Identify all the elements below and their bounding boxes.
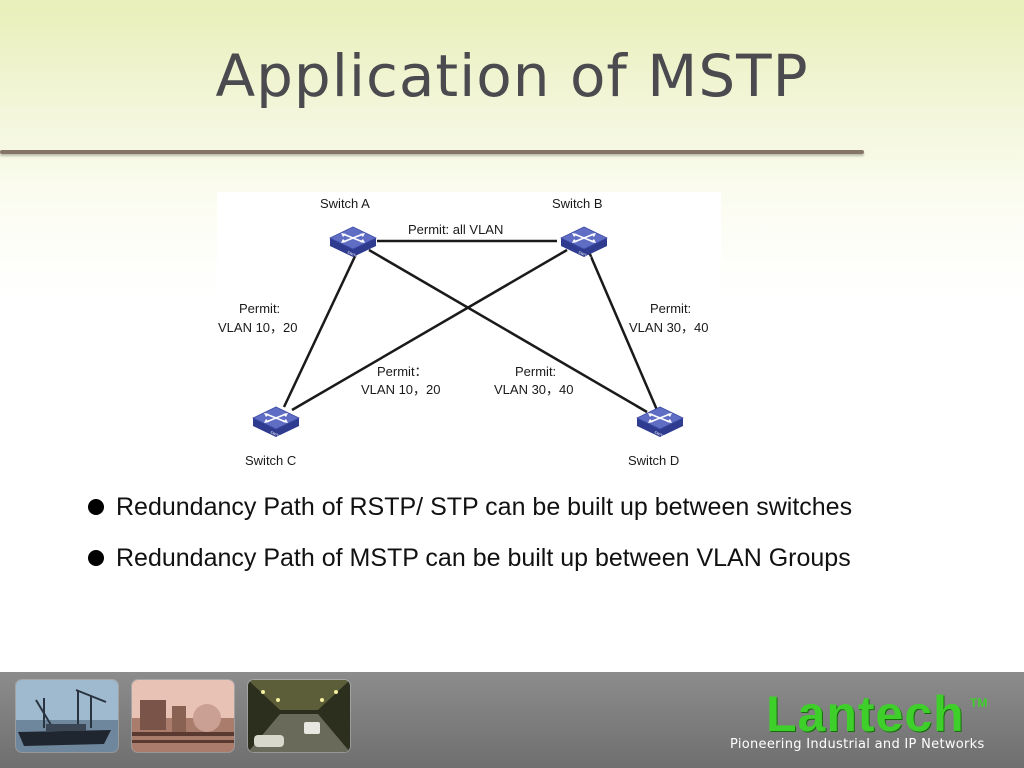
link-a-d-label-line1: Permit:	[515, 364, 556, 379]
svg-text:SWITCH: SWITCH	[270, 430, 285, 440]
bullet-text: Redundancy Path of MSTP can be built up …	[116, 544, 851, 572]
switch-b-label: Switch B	[552, 196, 603, 211]
highway-tunnel-image	[248, 680, 350, 752]
svg-text:SWITCH: SWITCH	[578, 250, 593, 260]
slide-title: Application of MSTP	[215, 42, 809, 110]
switch-b-icon: SWITCH	[560, 226, 608, 260]
link-b-c-label-line2: VLAN 10，20	[361, 382, 441, 397]
link-a-c-label-line1: Permit:	[239, 301, 280, 316]
svg-text:SWITCH: SWITCH	[347, 250, 362, 260]
link-a-c	[282, 251, 359, 408]
bullet-dot-icon	[88, 550, 104, 566]
bullet-dot-icon	[88, 499, 104, 515]
mstp-network-diagram: SWITCH SWITCH SWITCH SWITCH Switch A Swi…	[217, 192, 721, 472]
svg-text:SWITCH: SWITCH	[654, 430, 669, 440]
bullet-list: Redundancy Path of RSTP/ STP can be buil…	[88, 490, 852, 592]
link-b-c	[291, 248, 568, 412]
industrial-plant-image	[132, 680, 234, 752]
link-a-d-label-line2: VLAN 30，40	[494, 382, 574, 397]
switch-d-label: Switch D	[628, 453, 679, 468]
logo-tagline: Pioneering Industrial and IP Networks	[730, 737, 985, 752]
bullet-item: Redundancy Path of MSTP can be built up …	[88, 541, 852, 575]
link-b-d-label-line1: Permit:	[650, 301, 691, 316]
link-a-b-label: Permit: all VLAN	[408, 222, 503, 237]
link-b-c-label-line1: Permit：	[377, 364, 428, 379]
link-b-d-label-line2: VLAN 30，40	[629, 320, 709, 335]
link-b-d	[587, 251, 659, 411]
footer-bar	[0, 672, 1024, 768]
link-a-c-label-line2: VLAN 10，20	[218, 320, 298, 335]
bullet-text: Redundancy Path of RSTP/ STP can be buil…	[116, 493, 853, 521]
bullet-item: Redundancy Path of RSTP/ STP can be buil…	[88, 490, 852, 524]
lantech-logo: Lantech	[766, 686, 965, 742]
switch-a-label: Switch A	[320, 196, 370, 211]
link-a-d	[368, 248, 648, 414]
switch-c-label: Switch C	[245, 453, 296, 468]
switch-c-icon: SWITCH	[252, 406, 300, 440]
switch-d-icon: SWITCH	[636, 406, 684, 440]
switch-a-icon: SWITCH	[329, 226, 377, 260]
logo-trademark: TM	[970, 696, 988, 710]
title-divider	[0, 150, 864, 154]
harbor-crane-ship-image	[16, 680, 118, 752]
